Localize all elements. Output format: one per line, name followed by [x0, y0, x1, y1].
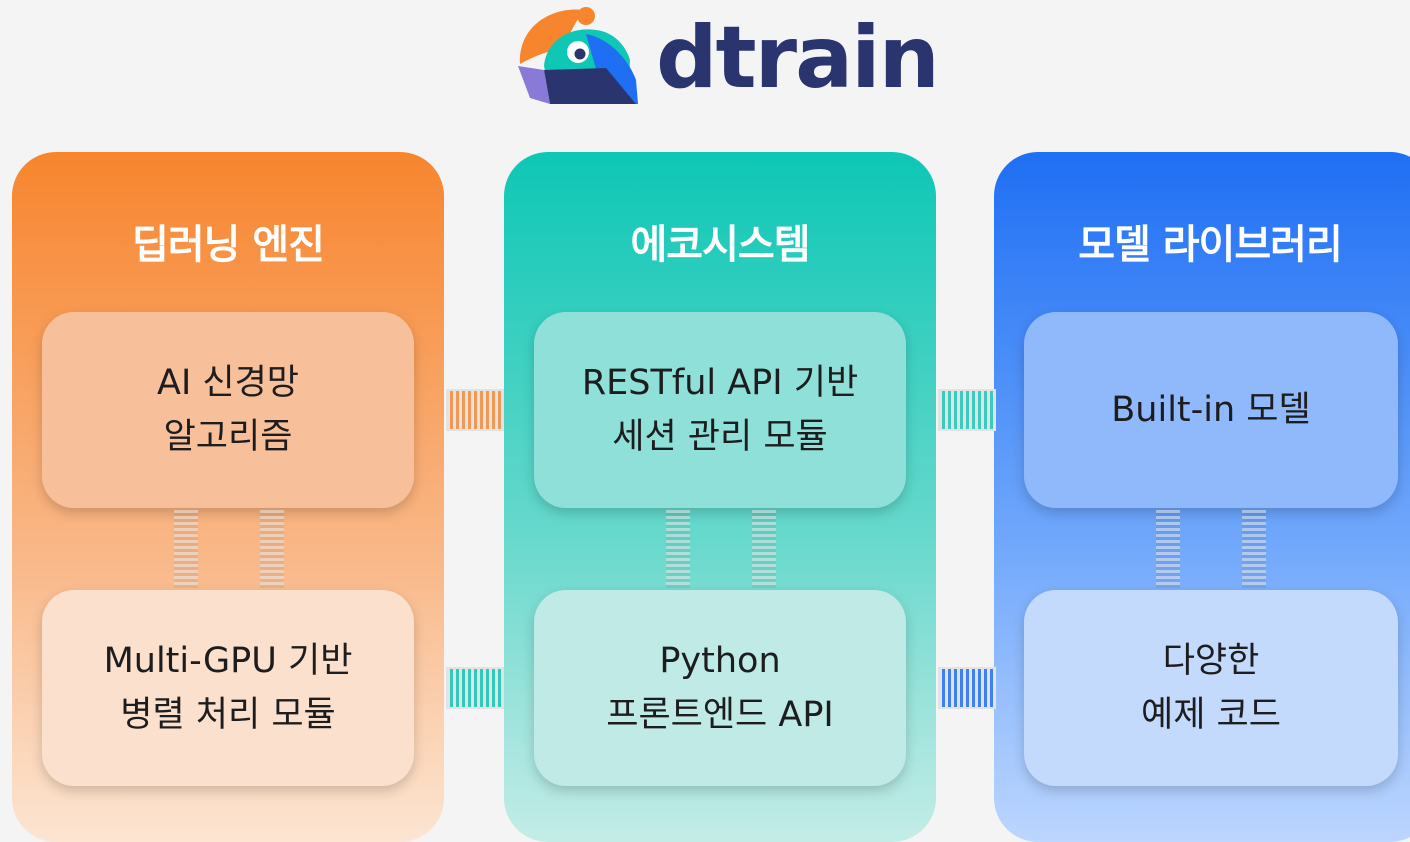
- connector-vertical: [666, 510, 690, 588]
- card-line: 프론트엔드 API: [606, 695, 834, 735]
- brand-name: dtrain: [656, 8, 940, 108]
- connector-vertical: [1242, 510, 1266, 588]
- connector-vertical: [752, 510, 776, 588]
- card-line: AI 신경망: [157, 363, 299, 403]
- card-line: 세션 관리 모듈: [612, 417, 828, 457]
- card-line: 알고리즘: [163, 417, 293, 457]
- card-line: 병렬 처리 모듈: [120, 695, 336, 735]
- card-line: 예제 코드: [1141, 695, 1281, 735]
- module-card: Multi-GPU 기반 병렬 처리 모듈: [42, 590, 414, 786]
- connector-horizontal: [938, 667, 996, 709]
- connector-horizontal: [446, 389, 504, 431]
- module-card: Python 프론트엔드 API: [534, 590, 906, 786]
- module-card: 다양한 예제 코드: [1024, 590, 1398, 786]
- module-card: AI 신경망 알고리즘: [42, 312, 414, 508]
- card-line: Python: [659, 641, 781, 681]
- connector-vertical: [260, 510, 284, 588]
- card-line: RESTful API 기반: [581, 363, 859, 403]
- panel-title: 에코시스템: [630, 222, 811, 268]
- card-line: Built-in 모델: [1111, 390, 1311, 430]
- panel-ecosystem: 에코시스템 RESTful API 기반 세션 관리 모듈 Python 프론트…: [504, 152, 936, 842]
- card-line: 다양한: [1162, 641, 1260, 681]
- connector-vertical: [1156, 510, 1180, 588]
- module-card: Built-in 모델: [1024, 312, 1398, 508]
- connector-horizontal: [446, 667, 504, 709]
- dtrain-logo-mark-icon: [518, 7, 638, 105]
- connector-vertical: [174, 510, 198, 588]
- panel-title: 모델 라이브러리: [1078, 222, 1343, 268]
- panel-model-library: 모델 라이브러리 Built-in 모델 다양한 예제 코드: [994, 152, 1410, 842]
- connector-horizontal: [938, 389, 996, 431]
- card-line: Multi-GPU 기반: [103, 641, 353, 681]
- panel-title: 딥러닝 엔진: [132, 222, 325, 268]
- module-card: RESTful API 기반 세션 관리 모듈: [534, 312, 906, 508]
- dtrain-logo: dtrain: [516, 4, 940, 108]
- panel-deep-learning-engine: 딥러닝 엔진 AI 신경망 알고리즘 Multi-GPU 기반 병렬 처리 모듈: [12, 152, 444, 842]
